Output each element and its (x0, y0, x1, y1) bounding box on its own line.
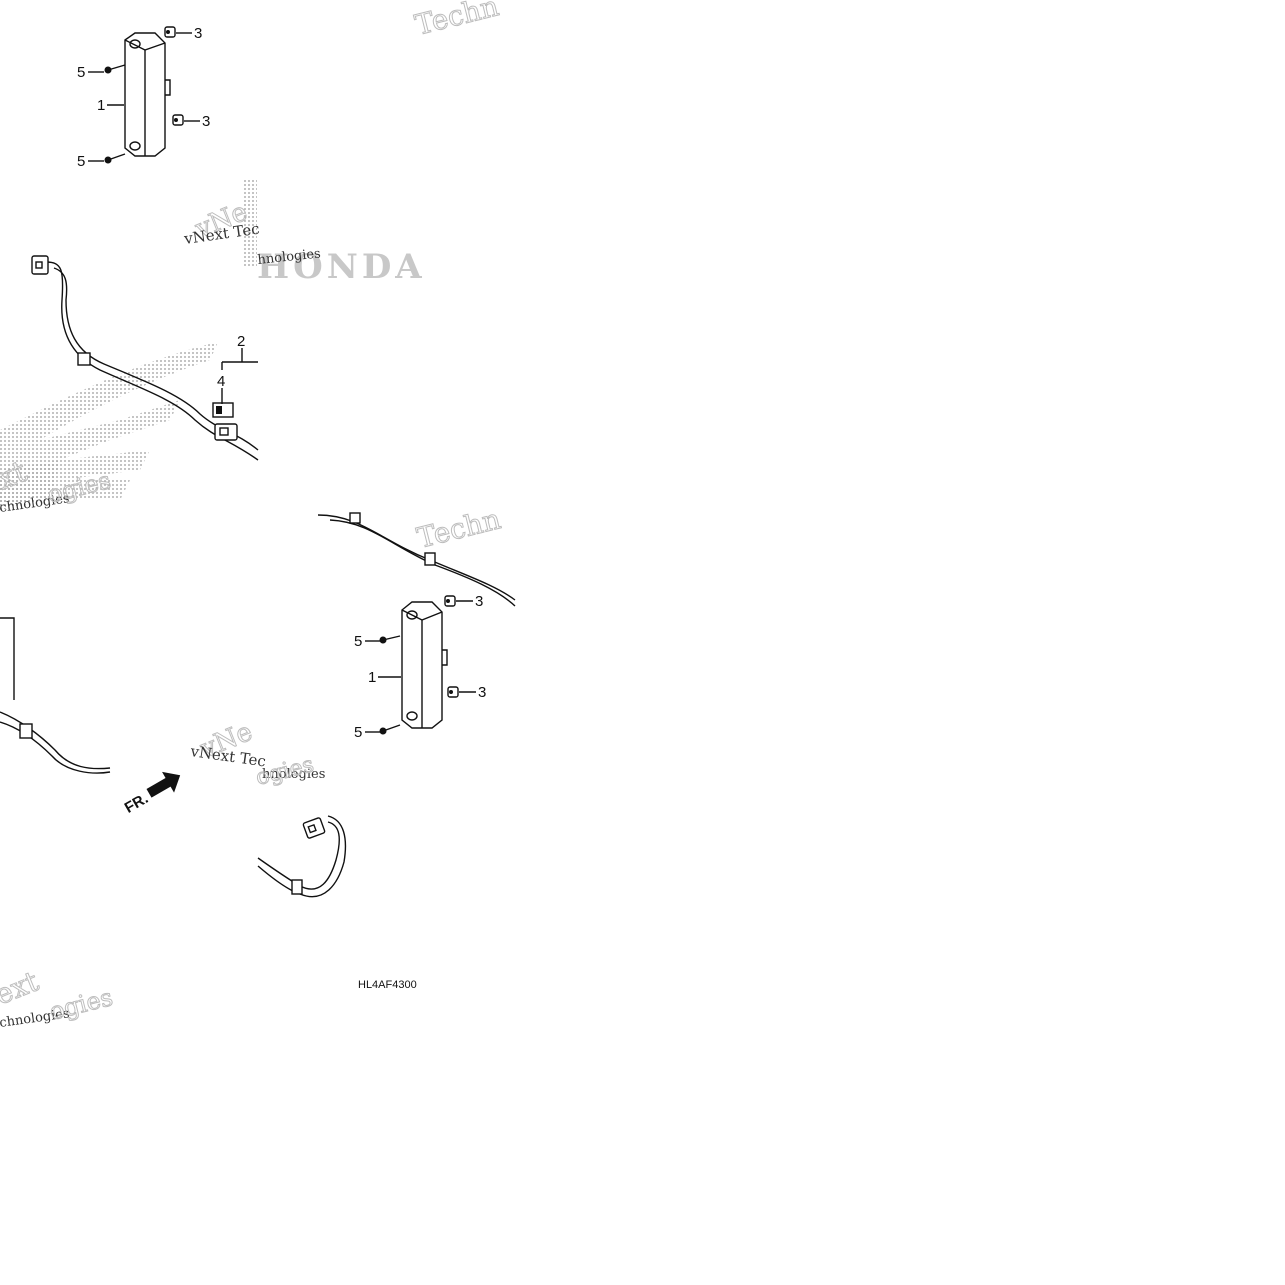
callout-5: 5 (77, 64, 85, 81)
watermark-hnologies-1: hnologies (257, 246, 322, 268)
connector-icon (31, 255, 49, 275)
callout-4: 4 (217, 373, 225, 390)
honda-wing-watermark-lower (0, 460, 60, 510)
bolt-icon (104, 153, 126, 164)
honda-block-watermark (243, 178, 257, 268)
diagram-part-code: HL4AF4300 (358, 979, 417, 991)
watermark-techn-top: Techn (412, 0, 502, 42)
watermark-layer: HONDA Techn vNe vNext Tec hnologies xt c… (0, 0, 505, 1031)
callout-1: 1 (368, 669, 376, 686)
bolt-icon (379, 635, 401, 644)
callout-3: 3 (478, 684, 486, 701)
reflector-bottom: 5 1 5 3 3 (354, 593, 486, 741)
arrow-icon (146, 771, 181, 798)
watermark-hnologies-2: hnologies (262, 767, 325, 782)
nut-icon (164, 26, 176, 38)
bolt-icon (104, 64, 126, 74)
watermark-techn-mid: Techn (414, 502, 504, 555)
wire-harness-right (317, 512, 516, 607)
callout-3: 3 (202, 113, 210, 130)
callout-5: 5 (77, 153, 85, 170)
callout-1: 1 (97, 97, 105, 114)
clip-icon (349, 512, 361, 524)
svg-text:FR.: FR. (122, 790, 151, 817)
clip-icon (424, 552, 436, 566)
reflector-top: 5 1 5 3 3 (77, 25, 210, 170)
front-direction-arrow: FR. (122, 771, 181, 817)
connector-icon (214, 423, 238, 441)
watermark-ogies-3: ogies (47, 983, 116, 1026)
nut-icon (447, 686, 459, 698)
connector-icon (302, 817, 326, 839)
nut-icon (444, 595, 456, 607)
nut-icon (172, 114, 184, 126)
wire-harness-left-lower (0, 617, 111, 774)
wire-harness-lower (257, 815, 347, 898)
clip-icon (291, 879, 303, 895)
socket-icon (212, 402, 234, 418)
callout-3: 3 (194, 25, 202, 42)
callout-5: 5 (354, 724, 362, 741)
callout-2: 2 (237, 333, 245, 350)
wire-harness-upper: 2 4 (31, 255, 259, 461)
clip-icon (77, 352, 91, 366)
watermark-ext-1: ext (0, 964, 44, 1011)
callout-5: 5 (354, 633, 362, 650)
honda-text-watermark: HONDA (257, 247, 426, 287)
clip-icon (19, 723, 33, 739)
callout-3: 3 (475, 593, 483, 610)
bolt-icon (379, 724, 401, 735)
